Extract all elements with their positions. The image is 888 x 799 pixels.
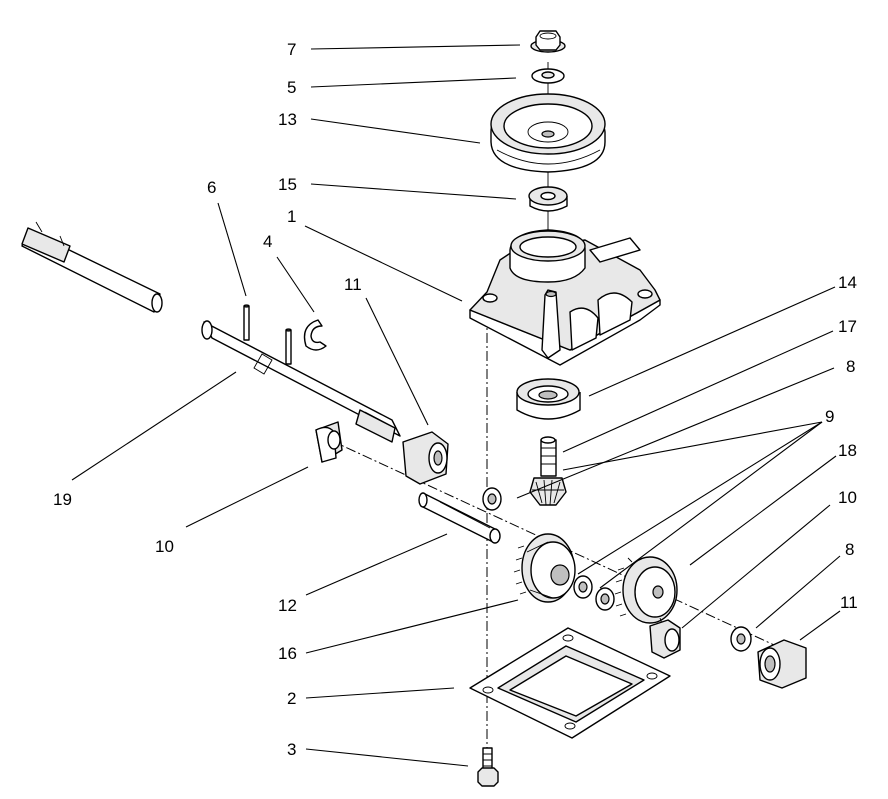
- callout-2: 2: [287, 689, 296, 708]
- part-5-washer: [531, 68, 565, 84]
- part-17-pinion-shaft: [540, 436, 557, 477]
- callout-14: 14: [838, 273, 857, 292]
- callout-1: 1: [287, 207, 296, 226]
- part-14-bearing: [516, 378, 581, 420]
- part-2-cover-plate: [469, 627, 671, 739]
- part-4-retaining-ring: [303, 319, 327, 351]
- part-7-flange-nut: [530, 30, 566, 53]
- callout-13: 13: [278, 110, 297, 129]
- part-9-thrust-washers: [573, 575, 615, 611]
- leader-lines: [71, 44, 841, 767]
- shaft-washer: [482, 487, 502, 511]
- part-15-bushing: [528, 186, 568, 212]
- callout-12: 12: [278, 596, 297, 615]
- part-12-splined-shaft: [418, 492, 501, 544]
- part-8-right-washer: [730, 626, 752, 652]
- part-1-gear-housing: [469, 229, 661, 366]
- callout-19: 19: [53, 490, 72, 509]
- callout-4: 4: [263, 232, 272, 251]
- shaft-axis-line: [329, 439, 786, 651]
- part-11-middle-bushing: [402, 431, 449, 485]
- part-6-roll-pins: [243, 304, 292, 365]
- callout-18: 18: [838, 441, 857, 460]
- callout-11-bottom: 11: [840, 593, 858, 612]
- callout-3: 3: [287, 740, 296, 759]
- callout-16: 16: [278, 644, 297, 663]
- part-8-bevel-pinion: [529, 477, 567, 506]
- callout-6: 6: [207, 178, 216, 197]
- part-18-spur-gear: [614, 556, 678, 625]
- callout-10-left: 10: [155, 537, 174, 556]
- part-16-bevel-gear: [513, 533, 576, 603]
- left-axle-shaft: [21, 221, 163, 313]
- part-10-left-bushing: [315, 421, 343, 463]
- callout-7: 7: [287, 40, 296, 59]
- callout-5: 5: [287, 78, 296, 97]
- part-13-pulley: [490, 93, 606, 173]
- callout-8-bottom: 8: [845, 540, 854, 559]
- part-19-drive-shaft: [201, 320, 401, 443]
- callout-10-right: 10: [838, 488, 857, 507]
- callout-8-top: 8: [846, 357, 855, 376]
- part-3-bolt: [477, 747, 499, 787]
- callout-9: 9: [825, 407, 834, 426]
- part-10-right-bushing: [649, 619, 681, 659]
- callout-15: 15: [278, 175, 297, 194]
- callout-17: 17: [838, 317, 857, 336]
- callout-11-top: 11: [344, 275, 362, 294]
- callout-labels: 7 5 13 15 1 6 4 11 14 17 8 9 18 10 19 10…: [53, 40, 858, 759]
- part-11-right-bushing: [757, 639, 807, 689]
